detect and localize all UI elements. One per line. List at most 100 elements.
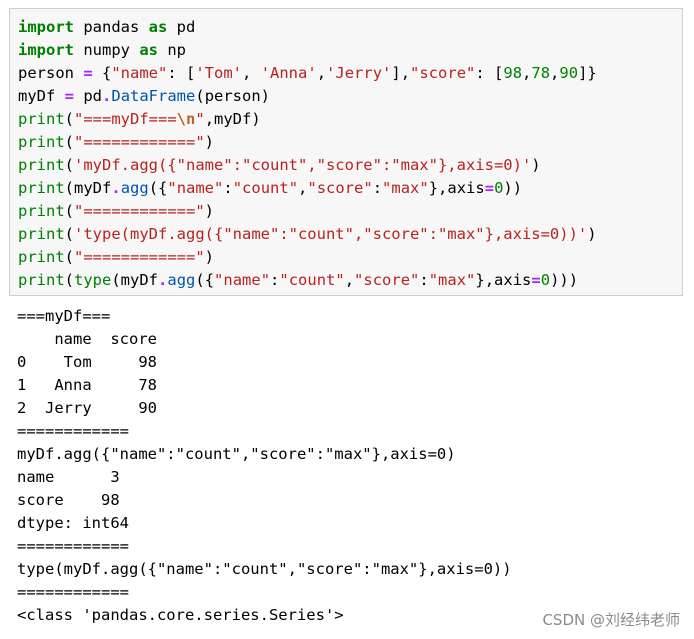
code-token: ) [204, 133, 215, 151]
code-token: "count" [232, 179, 299, 197]
code-token: ( [64, 110, 75, 128]
code-token: { [92, 64, 112, 82]
output-line: 0 Tom 98 [17, 353, 157, 371]
code-token: , [344, 271, 355, 289]
code-token: , [550, 64, 560, 82]
code-token: print [18, 225, 65, 243]
code-token: person [18, 64, 84, 82]
code-token: ))) [550, 271, 579, 289]
output-line: ============ [17, 583, 129, 601]
code-line: print(type(myDf.agg({"name":"count","sco… [18, 269, 597, 292]
output-line: dtype: int64 [17, 514, 129, 532]
output-line: 2 Jerry 90 [17, 399, 157, 417]
code-line: print(myDf.agg({"name":"count","score":"… [18, 177, 597, 200]
code-token: 'Jerry' [326, 64, 392, 82]
code-token: , [316, 64, 327, 82]
code-token: ( [64, 225, 75, 243]
code-token: = [64, 87, 75, 105]
code-token: print [18, 133, 65, 151]
code-token: ( [64, 248, 75, 266]
code-token: ( [64, 202, 75, 220]
code-token: )) [503, 179, 523, 197]
code-line: print("============") [18, 246, 597, 269]
code-token: , [242, 64, 261, 82]
code-token: np [158, 41, 186, 59]
code-line: import pandas as pd [18, 16, 597, 39]
code-token: pd [167, 18, 196, 36]
code-token: 'Anna' [260, 64, 317, 82]
code-token: ({ [148, 179, 168, 197]
code-token: . [111, 179, 121, 197]
code-token: = [83, 64, 93, 82]
code-token: "===myDf=== [74, 110, 177, 128]
code-token: ) [587, 225, 597, 243]
output-line: type(myDf.agg({"name":"count","score":"m… [17, 560, 512, 578]
output-line: ============ [17, 537, 129, 555]
code-token: : [419, 271, 429, 289]
code-token: "max" [382, 179, 429, 197]
code-token: ( [64, 156, 75, 174]
code-token: 0 [540, 271, 551, 289]
code-token: 78 [531, 64, 551, 82]
code-token: agg [120, 179, 149, 197]
code-token: pd [74, 87, 103, 105]
code-token: pandas [74, 18, 149, 36]
code-token: print [18, 271, 65, 289]
code-token: : [223, 179, 233, 197]
output-line: score 98 [17, 491, 120, 509]
code-line: print('type(myDf.agg({"name":"count","sc… [18, 223, 597, 246]
output-line: <class 'pandas.core.series.Series'> [17, 606, 344, 624]
output-line: myDf.agg({"name":"count","score":"max"},… [17, 445, 456, 463]
code-token: (myDf [111, 271, 159, 289]
code-token: ( [64, 133, 75, 151]
output-line: ============ [17, 422, 129, 440]
code-line: person = {"name": ['Tom', 'Anna','Jerry'… [18, 62, 597, 85]
code-token: ({ [195, 271, 215, 289]
code-token: "============" [74, 248, 205, 266]
code-token: 90 [559, 64, 579, 82]
code-token: 98 [503, 64, 523, 82]
code-line: print("============") [18, 131, 597, 154]
code-token: "============" [74, 133, 205, 151]
code-token: = [531, 271, 541, 289]
code-token: 0 [494, 179, 504, 197]
code-token: "score" [354, 271, 420, 289]
code-token: ) [204, 202, 215, 220]
code-token: as [148, 18, 168, 36]
code-token: ) [531, 156, 541, 174]
code-line: import numpy as np [18, 39, 597, 62]
code-token: import [18, 41, 74, 59]
code-token: as [139, 41, 158, 59]
code-token: myDf [18, 87, 65, 105]
output-line: name score [17, 330, 157, 348]
code-line: myDf = pd.DataFrame(person) [18, 85, 597, 108]
code-token: "============" [74, 202, 205, 220]
code-token: print [18, 156, 65, 174]
code-token: ) [204, 248, 215, 266]
code-token: : [ [475, 64, 504, 82]
code-token: ]} [578, 64, 597, 82]
code-token: 'myDf.agg({"name":"count","score":"max"}… [74, 156, 532, 174]
code-token: . [158, 271, 168, 289]
code-token: DataFrame [111, 87, 196, 105]
csdn-watermark: CSDN @刘经纬老师 [542, 611, 680, 629]
code-line: print('myDf.agg({"name":"count","score":… [18, 154, 597, 177]
code-token: = [484, 179, 495, 197]
code-token: "name" [214, 271, 271, 289]
code-token: "count" [279, 271, 345, 289]
code-token: : [ [167, 64, 196, 82]
output-line: name 3 [17, 468, 120, 486]
code-token: },axis [428, 179, 485, 197]
code-token: numpy [74, 41, 140, 59]
code-token: print [18, 179, 65, 197]
code-token: "max" [428, 271, 476, 289]
code-line: print("===myDf===\n",myDf) [18, 108, 597, 131]
code-token: type [74, 271, 112, 289]
code-token: , [522, 64, 532, 82]
code-token: },axis [475, 271, 532, 289]
code-token: "name" [167, 179, 224, 197]
code-token: print [18, 248, 65, 266]
code-token: agg [167, 271, 196, 289]
